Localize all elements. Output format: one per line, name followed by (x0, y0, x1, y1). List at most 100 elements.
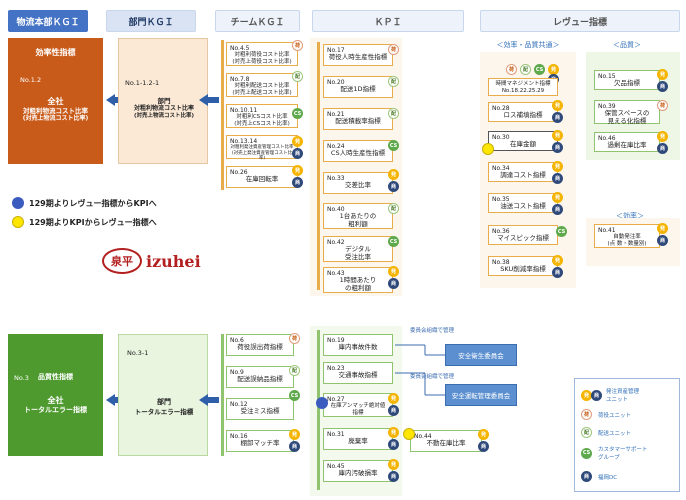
review-title: 欠品指標 (614, 79, 640, 88)
unit-legend-label: カスタマーサポート グループ (598, 447, 648, 461)
team-kgi-title: 対粗利荷役コスト比率 (対売上荷役コスト比率) (232, 52, 292, 65)
cargo-unit-icon: 荷 (581, 409, 592, 420)
review-box: 時間マネジメント指標 No.18.22.25.29 (488, 78, 558, 96)
cargo-unit-icon: 荷 (388, 44, 399, 55)
bottom-dept-panel: No.3-1 部門 トータルエラー指標 (118, 334, 208, 456)
bottom-main-line2: トータルエラー指標 (24, 405, 87, 414)
main-kgi-line1: 全社 (47, 97, 64, 107)
team-kgi-title: 対粗利CSコスト比率 (対売上CSコスト比率) (234, 114, 290, 127)
yellow-dot-icon (12, 216, 24, 228)
fukuoka-dc-icon: 商 (591, 389, 602, 401)
arrow-left-icon (106, 94, 115, 106)
bottom-kpi-bracket (317, 330, 320, 490)
order-asset-unit-icon: 発 (581, 389, 592, 401)
review-title: 過剰在庫比率 (607, 141, 647, 150)
fukuoka-dc-icon: 商 (657, 143, 668, 154)
kpi-title: 荷役人時生産性指標 (328, 53, 388, 62)
unit-legend-label: 発注資産管理 ユニット (606, 389, 640, 403)
moved-to-review-marker-icon (482, 143, 494, 155)
dept-kgi-line2: 対粗利物流コスト比率 (133, 105, 194, 112)
fukuoka-dc-icon: 商 (388, 439, 399, 450)
review-no: No.35 (492, 196, 510, 203)
order-asset-unit-icon: 発 (552, 130, 563, 141)
moved-to-kpi-marker-icon (316, 397, 328, 409)
delivery-unit-icon: 配 (292, 71, 303, 82)
kpi-title: 交通事故指標 (338, 371, 378, 380)
team-kgi-no: No.4.5 (230, 45, 250, 52)
kpi-title: デジタル 受注比率 (345, 245, 371, 261)
kpi-title: 在庫アンマッチ絶対値 指標 (330, 403, 386, 416)
delivery-unit-icon: 配 (289, 365, 300, 376)
main-kgi-line3: (対売上物流コスト比率) (22, 115, 89, 123)
kpi-title: 配送1D指標 (340, 85, 376, 94)
team-kgi-no: No.16 (230, 433, 248, 440)
review-no: No.28 (492, 105, 510, 112)
delivery-unit-icon: 配 (388, 76, 399, 87)
fukuoka-dc-icon: 商 (552, 112, 563, 123)
cargo-unit-icon: 荷 (292, 40, 303, 51)
fukuoka-dc-icon: 商 (292, 177, 303, 188)
order-asset-unit-icon: 発 (388, 266, 399, 277)
order-asset-unit-icon: 発 (552, 255, 563, 266)
unit-legend-row: CS カスタマーサポート グループ (581, 445, 647, 461)
order-asset-unit-icon: 発 (292, 136, 303, 147)
unit-legend-row: 荷 荷役ユニット (581, 409, 631, 420)
cs-group-icon: CS (556, 226, 567, 237)
review-title: 自動発注率 (点 数・数量別) (607, 234, 647, 247)
review-no: No.44 (414, 433, 432, 440)
order-asset-unit-icon: 発 (657, 131, 668, 142)
kpi-title: CS人時生産性指標 (330, 149, 386, 158)
cargo-unit-icon: 荷 (289, 333, 300, 344)
team-kgi-title: 受注ミス指標 (240, 407, 280, 416)
fukuoka-dc-icon: 商 (657, 81, 668, 92)
kpi-title: 庫内事故件数 (338, 343, 378, 352)
team-kgi-box: No.4.5 対粗利荷役コスト比率 (対売上荷役コスト比率) (226, 42, 298, 66)
committee-label: 委員会組織で管理 (410, 328, 455, 334)
review-title: 時間マネジメント指標 No.18.22.25.29 (495, 81, 551, 94)
kpi-title: 1時間あたり の粗利額 (339, 276, 377, 292)
header-logistics-kgi: 物流本部ＫＧＩ (8, 10, 88, 32)
kpi-title: 廃棄率 (348, 437, 368, 446)
fukuoka-dc-icon: 商 (657, 235, 668, 246)
team-kgi-title: 棚卸マッチ率 (240, 439, 280, 448)
kpi-no: No.43 (327, 270, 345, 277)
review-no: No.36 (492, 228, 510, 235)
review-title: 保管スペースの 見える化指標 (604, 109, 650, 125)
order-asset-unit-icon: 発 (292, 165, 303, 176)
unit-legend-row: 発 商 発注資産管理 ユニット (581, 387, 639, 403)
team-kgi-title: 対粗利配送コスト比率 (対売上配送コスト比率) (232, 83, 292, 96)
blue-dot-icon (12, 197, 24, 209)
order-asset-unit-icon: 発 (552, 192, 563, 203)
review-no: No.15 (598, 73, 616, 80)
order-asset-unit-icon: 発 (657, 223, 668, 234)
dept-kgi-panel: No.1-1.2-1 部門 対粗利物流コスト比率 (対売上物流コスト比率) (118, 38, 208, 164)
fukuoka-dc-icon: 商 (388, 405, 399, 416)
review-title: 在庫金額 (510, 140, 536, 149)
order-asset-unit-icon: 発 (548, 64, 559, 75)
order-asset-unit-icon: 発 (289, 429, 300, 440)
legend-blue-label: 129期よりレヴュー指標からKPIへ (29, 198, 157, 208)
kpi-title: 1台あたりの 粗利額 (339, 212, 377, 228)
unit-legend: 発 商 発注資産管理 ユニット 荷 荷役ユニット 配 配送ユニット CS カスタ… (574, 378, 680, 492)
fukuoka-dc-icon: 商 (388, 471, 399, 482)
main-kgi-efficiency: 効率性指標 No.1.2 全社 対粗利物流コスト比率 (対売上物流コスト比率) (8, 38, 103, 164)
bottom-dept-line2: トータルエラー指標 (134, 408, 194, 416)
team-kgi-no: No.6 (230, 337, 244, 344)
review-title: ロス補填指標 (503, 111, 543, 120)
kpi-no: No.24 (327, 143, 345, 150)
order-asset-unit-icon: 発 (388, 169, 399, 180)
review-title: マイスピック指標 (497, 234, 549, 243)
fukuoka-dc-icon: 商 (552, 142, 563, 153)
fukuoka-dc-icon: 商 (388, 181, 399, 192)
kpi-no: No.20 (327, 79, 345, 86)
